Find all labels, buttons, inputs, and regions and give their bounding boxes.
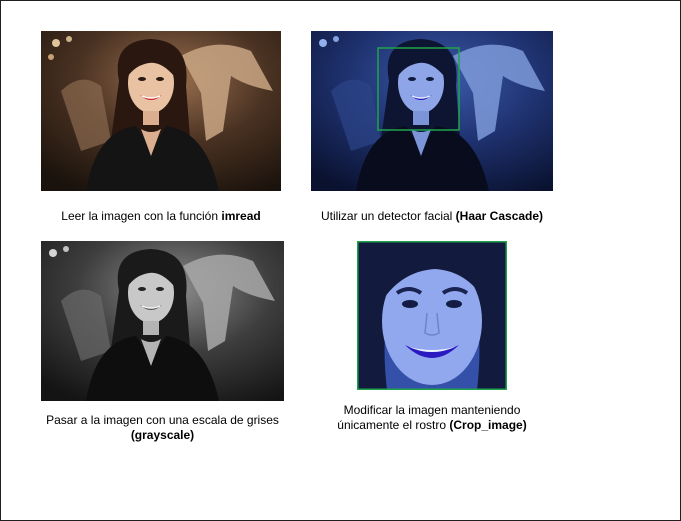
detector-photo [311,31,553,191]
caption-detector-bold: (Haar Cascade) [455,209,544,223]
grayscale-photo [41,241,284,401]
caption-detector-text: Utilizar un detector facial [320,209,456,223]
cropped-face-photo [357,241,507,390]
caption-detector: Utilizar un detector facial (Haar Cascad… [301,209,563,224]
caption-crop: Modificar la imagen manteniendo únicamen… [326,403,538,433]
face-detection-box [377,47,460,131]
caption-grayscale-bold: (grayscale) [130,428,195,442]
caption-original: Leer la imagen con la función imread [41,209,281,224]
original-photo [41,31,281,191]
caption-crop-line1: Modificar la imagen manteniendo [343,403,521,417]
caption-original-text: Leer la imagen con la función [61,209,222,223]
caption-grayscale-text: Pasar a la imagen con una escala de gris… [46,413,279,427]
caption-grayscale: Pasar a la imagen con una escala de gris… [31,413,294,443]
caption-crop-text: únicamente el rostro [337,418,450,432]
caption-original-bold: imread [221,209,261,223]
caption-crop-bold: (Crop_image) [449,418,527,432]
